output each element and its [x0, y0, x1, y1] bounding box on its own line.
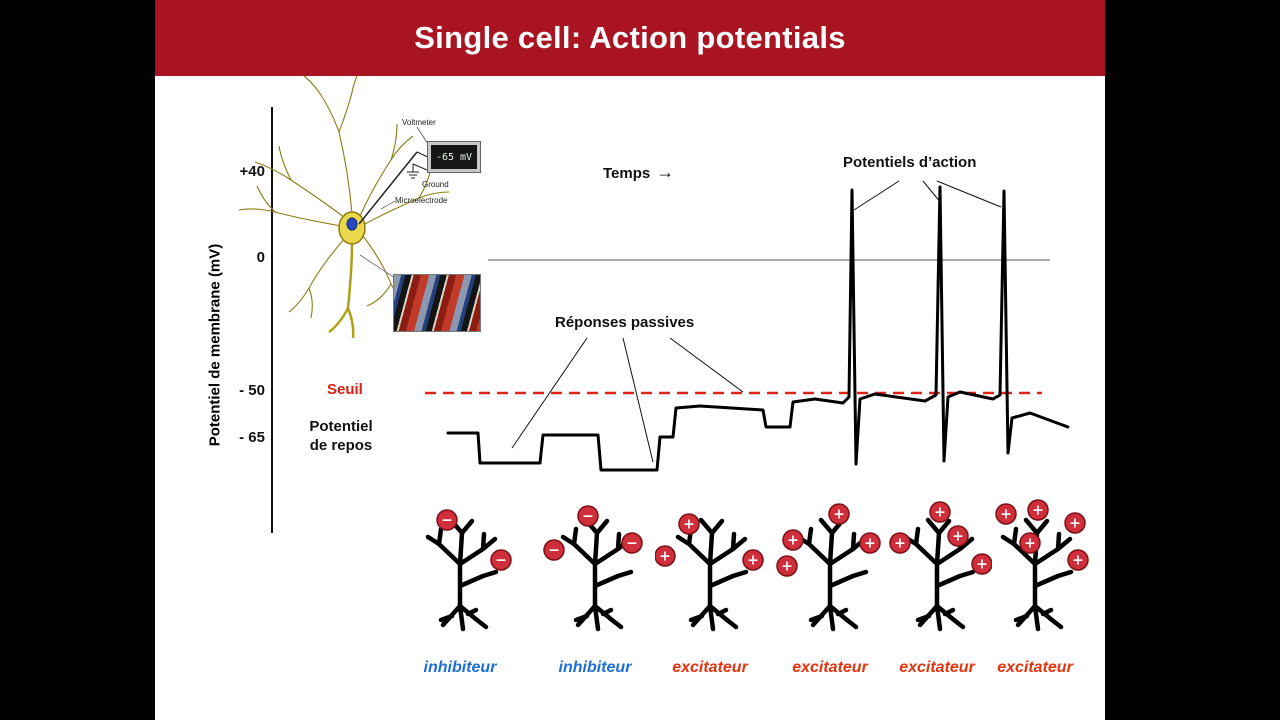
neuron-tree-icon	[563, 520, 631, 629]
slide-header: Single cell: Action potentials	[155, 0, 1105, 76]
svg-text:+: +	[1069, 516, 1081, 532]
svg-text:−: −	[441, 513, 453, 529]
tick-minus50: - 50	[239, 382, 265, 399]
resting-potential-label: Potentiel de repos	[309, 418, 373, 454]
plus-charge-icon: +	[654, 545, 676, 567]
slide-content: Single cell: Action potentials	[155, 0, 1105, 720]
svg-text:−: −	[548, 543, 560, 559]
membrane-potential-trace	[446, 185, 1070, 472]
action-potential-pointers	[853, 180, 1002, 211]
synapse-type-label: inhibiteur	[423, 659, 497, 676]
plus-charge-icon: +	[947, 525, 969, 547]
tick-minus65: - 65	[239, 429, 265, 446]
plus-charge-icon: +	[828, 503, 850, 525]
minus-charge-icon: −	[577, 505, 599, 527]
passive-responses-label: Réponses passives	[555, 314, 695, 331]
tick-zero: 0	[256, 249, 265, 266]
voltmeter: -65 mV	[427, 141, 481, 173]
svg-text:+: +	[1032, 503, 1044, 519]
inhibitory-neuron-icon: − −	[405, 509, 512, 648]
passive-response-pointers	[511, 337, 744, 463]
membrane-image	[393, 274, 481, 332]
tick-plus40: +40	[239, 163, 265, 180]
plus-charge-icon: +	[859, 532, 881, 554]
synapse-column: + + + excitateur	[654, 498, 765, 677]
minus-charge-icon: −	[490, 549, 512, 571]
time-axis-label: Temps→	[603, 162, 675, 182]
plus-charge-icon: +	[929, 501, 951, 523]
minus-charge-icon: −	[543, 539, 565, 561]
soma	[338, 211, 366, 245]
synapse-type-label: excitateur	[672, 659, 748, 676]
ground-label: Ground	[422, 180, 449, 189]
plus-charge-icon: +	[678, 513, 700, 535]
synapse-column: + + + + excitateur	[882, 498, 993, 677]
minus-charge-icon: −	[621, 532, 643, 554]
neuron-tree-icon	[798, 520, 866, 629]
synapse-column: − − − inhibiteur	[540, 498, 650, 677]
svg-text:+: +	[1000, 507, 1012, 523]
axon	[328, 243, 355, 339]
plus-charge-icon: +	[971, 553, 993, 575]
synapse-type-label: excitateur	[997, 659, 1073, 676]
svg-text:+: +	[787, 533, 799, 549]
svg-text:+: +	[894, 536, 906, 552]
excitatory-neuron-icon: + + +	[654, 513, 764, 648]
nucleus	[346, 217, 358, 231]
synapse-type-label: inhibiteur	[558, 659, 632, 676]
synapse-column: + + + + + excitateur	[980, 498, 1090, 677]
inhibitory-neuron-icon: − − −	[543, 505, 643, 648]
neuron-tree-icon	[678, 520, 746, 629]
excitatory-neuron-icon: + + + +	[776, 503, 881, 648]
svg-text:+: +	[833, 507, 845, 523]
neuron-tree-icon	[428, 520, 496, 629]
svg-text:+: +	[1024, 536, 1036, 552]
svg-text:+: +	[1072, 553, 1084, 569]
svg-text:−: −	[495, 553, 507, 569]
y-axis-title: Potentiel de membrane (mV)	[206, 243, 224, 447]
microelectrode-label-pointer	[380, 200, 396, 210]
plus-charge-icon: +	[889, 532, 911, 554]
ground-symbol-icon	[407, 163, 428, 179]
synapse-column: + + + + excitateur	[775, 498, 885, 677]
excitatory-neuron-icon: + + + +	[889, 501, 993, 648]
voltmeter-display: -65 mV	[431, 145, 477, 169]
plus-charge-icon: +	[1019, 532, 1041, 554]
threshold-label: Seuil	[327, 381, 363, 398]
excitatory-neuron-icon: + + + + +	[995, 499, 1089, 648]
microelectrode-line	[358, 151, 418, 225]
plus-charge-icon: +	[742, 549, 764, 571]
svg-text:+: +	[781, 559, 793, 575]
svg-text:+: +	[952, 529, 964, 545]
time-arrow-icon: →	[656, 162, 675, 182]
minus-charge-icon: −	[436, 509, 458, 531]
synapse-column: − − inhibiteur	[405, 498, 515, 677]
membrane-callout-line	[359, 254, 396, 279]
svg-text:+: +	[659, 549, 671, 565]
svg-text:+: +	[864, 536, 876, 552]
plus-charge-icon: +	[776, 555, 798, 577]
svg-text:+: +	[934, 505, 946, 521]
synapse-type-label: excitateur	[899, 659, 975, 676]
plus-charge-icon: +	[1064, 512, 1086, 534]
plus-charge-icon: +	[1027, 499, 1049, 521]
svg-text:−: −	[582, 509, 594, 525]
slide-title: Single cell: Action potentials	[414, 20, 846, 55]
svg-text:+: +	[976, 557, 988, 573]
plus-charge-icon: +	[995, 503, 1017, 525]
svg-text:−: −	[626, 536, 638, 552]
microelectrode-label: Microelectrode	[395, 196, 448, 205]
plus-charge-icon: +	[782, 529, 804, 551]
action-potentials-label: Potentiels d’action	[843, 154, 977, 171]
synapse-type-label: excitateur	[792, 659, 868, 676]
svg-text:+: +	[747, 553, 759, 569]
voltmeter-label: Voltmeter	[402, 118, 436, 127]
svg-text:+: +	[683, 517, 695, 533]
plus-charge-icon: +	[1067, 549, 1089, 571]
